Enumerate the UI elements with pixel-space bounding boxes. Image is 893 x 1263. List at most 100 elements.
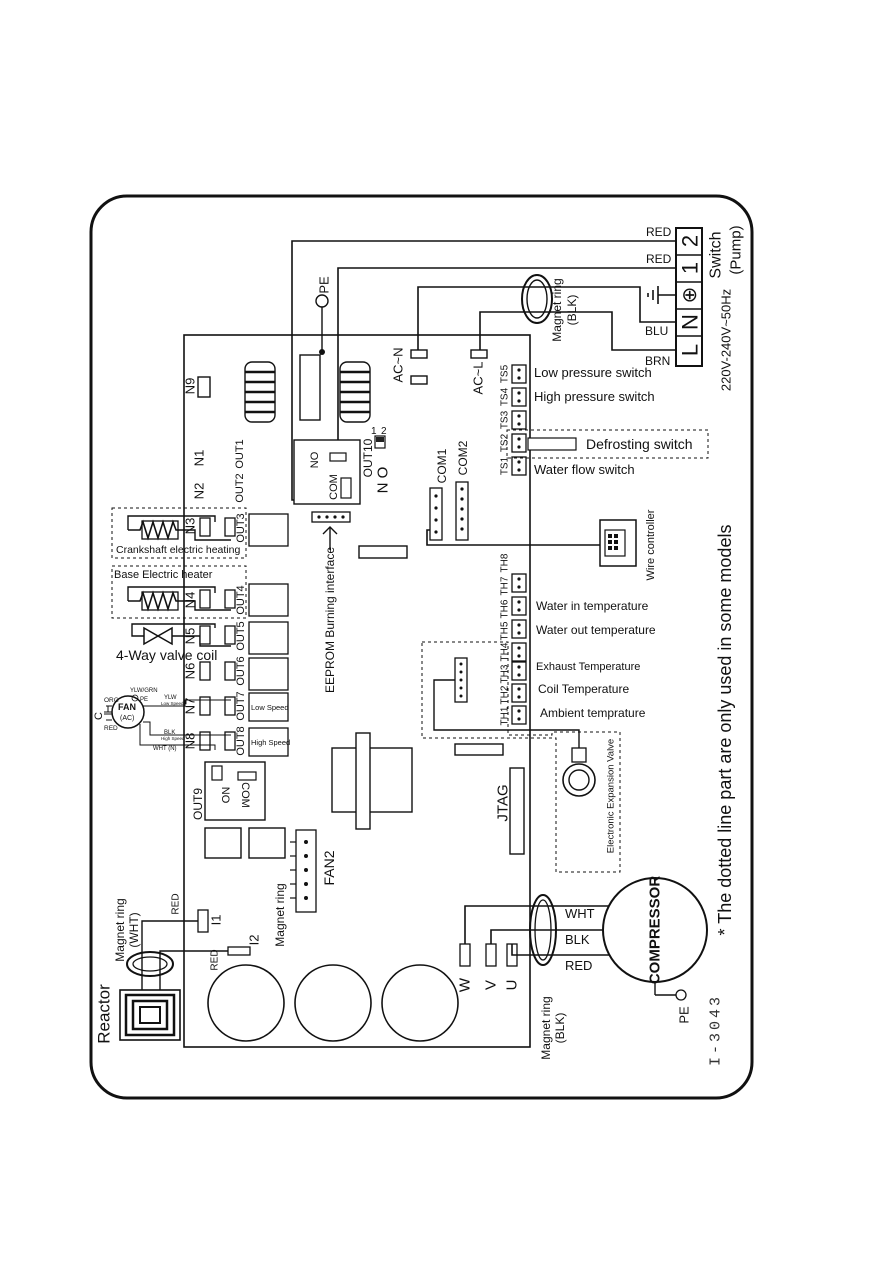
eeprom-connector bbox=[311, 511, 351, 523]
i1-red-label: RED bbox=[171, 893, 182, 914]
wire-controller-label: Wire controller bbox=[645, 509, 657, 580]
out10-2-label: 2 bbox=[381, 426, 387, 437]
reactor-label: Reactor bbox=[95, 984, 114, 1044]
four-way-valve-label: 4-Way valve coil bbox=[116, 647, 217, 663]
th1-label: TH1 bbox=[500, 706, 511, 725]
defrosting-switch-label: Defrosting switch bbox=[586, 436, 693, 452]
board-ic-1 bbox=[358, 545, 408, 559]
high-speed-label: High Speed bbox=[251, 738, 290, 747]
terminal-v-label: V bbox=[483, 980, 500, 990]
com1-label: COM1 bbox=[435, 448, 449, 483]
power-magnet-ring-label: Magnet ring bbox=[550, 278, 564, 341]
control-board bbox=[183, 334, 531, 1048]
n6-label: N6 bbox=[183, 663, 198, 680]
fan-ylw-label: YLW bbox=[164, 695, 177, 701]
switch-label: Switch bbox=[708, 231, 725, 278]
com2-connector bbox=[455, 481, 469, 541]
base-heater-label: Base Electric heater bbox=[114, 569, 213, 581]
out10-label: OUT10 bbox=[361, 438, 375, 477]
board-ic-2 bbox=[454, 743, 504, 756]
compressor-label: COMPRESSOR bbox=[647, 876, 664, 985]
water-out-temp-label: Water out temperature bbox=[536, 623, 656, 637]
jtag-label: JTAG bbox=[495, 784, 512, 821]
coil-temp-label: Coil Temperature bbox=[538, 682, 629, 696]
ambient-temp-label: Ambient temprature bbox=[540, 706, 646, 720]
choke-coil-mid bbox=[339, 361, 371, 423]
n3-label: N3 bbox=[183, 518, 198, 535]
terminal-2: 2 bbox=[678, 235, 703, 247]
out3-label: OUT3 bbox=[235, 513, 247, 542]
ac-n-connector bbox=[410, 349, 428, 359]
ts1-label: TS1 bbox=[500, 456, 511, 475]
out9-no-label: NO bbox=[219, 787, 231, 804]
wire-controller-cable bbox=[426, 529, 600, 546]
wire-blu-label: BLU bbox=[645, 324, 668, 338]
terminal-1: 1 bbox=[678, 262, 703, 274]
wire-brn-label: BRN bbox=[645, 354, 670, 368]
fan-label: FAN bbox=[118, 702, 136, 712]
wire-red-1 bbox=[337, 267, 676, 460]
fan-ac-label: (AC) bbox=[120, 715, 134, 722]
n4-label: N4 bbox=[183, 592, 198, 609]
compressor-red-label: RED bbox=[565, 958, 592, 973]
pe-top-label: PE bbox=[317, 276, 332, 294]
magnet-ring-label: Magnet ring bbox=[273, 883, 287, 946]
pump-label: (Pump) bbox=[728, 225, 745, 274]
power-spec: 220V-240V~50Hz bbox=[719, 289, 734, 391]
out9-label: OUT9 bbox=[191, 788, 205, 820]
eeprom-label: EEPROM Burning interface bbox=[323, 547, 337, 693]
ac-l-connector bbox=[470, 349, 488, 359]
high-pressure-switch-label: High pressure switch bbox=[534, 389, 655, 404]
th5-label: TH5 bbox=[500, 621, 511, 640]
defrosting-dotted-box bbox=[506, 429, 709, 459]
wire-red-1-label: RED bbox=[646, 252, 672, 266]
wire-red-2-label: RED bbox=[646, 225, 672, 239]
n2-label: N2 bbox=[192, 483, 207, 500]
i1-label: I1 bbox=[209, 915, 224, 926]
th3-label: TH3 bbox=[500, 664, 511, 683]
fan-pe-label: PE bbox=[140, 697, 148, 703]
out9-com-label: COM bbox=[239, 782, 251, 808]
terminal-w-label: W bbox=[457, 977, 474, 992]
footnote: * The dotted line part are only used in … bbox=[715, 525, 735, 936]
n9-label: N9 bbox=[183, 378, 198, 395]
low-pressure-switch-label: Low pressure switch bbox=[534, 365, 652, 380]
choke-coil-top bbox=[244, 361, 276, 423]
power-terminal-block: 2 1 ⊕ N L bbox=[675, 227, 703, 367]
base-heater-dotted-box bbox=[111, 565, 247, 619]
component-block-top bbox=[299, 354, 321, 421]
eev-icon bbox=[562, 763, 596, 797]
crankshaft-label: Crankshaft electric heating bbox=[116, 544, 240, 556]
i2-label: I2 bbox=[247, 935, 262, 946]
fan-c-label: C bbox=[93, 712, 105, 720]
capacitor-1 bbox=[207, 964, 285, 1042]
wire-brn bbox=[479, 311, 676, 351]
fan-ylw-grn-label: YLW/GRN bbox=[130, 688, 158, 694]
th4-label: TH4 bbox=[500, 642, 511, 661]
ts5-label: TS5 bbox=[500, 364, 511, 383]
diagram-frame bbox=[89, 194, 754, 1100]
water-flow-switch-label: Water flow switch bbox=[534, 462, 635, 477]
wire-wht bbox=[464, 905, 630, 944]
low-speed-label: Low Speed bbox=[251, 703, 289, 712]
out5-label: OUT5 bbox=[235, 621, 247, 650]
com2-label: COM2 bbox=[456, 440, 470, 475]
wire-blu bbox=[417, 286, 676, 350]
eev-dotted-region bbox=[421, 641, 621, 873]
ts3-label: TS3 bbox=[500, 410, 511, 429]
power-magnet-ring-color: (BLK) bbox=[565, 295, 579, 326]
fan2-label: FAN2 bbox=[321, 850, 337, 885]
pe-top-icon bbox=[315, 294, 329, 308]
out7-label: OUT7 bbox=[235, 691, 247, 720]
terminal-l: L bbox=[678, 344, 703, 356]
reactor-magnet-ring bbox=[126, 951, 174, 977]
fan-blk-label: BLK bbox=[164, 730, 175, 736]
out10-1-label: 1 bbox=[371, 426, 377, 437]
ts-connectors bbox=[511, 364, 527, 476]
i2-red-label: RED bbox=[210, 949, 221, 970]
crankshaft-dotted-box bbox=[111, 507, 247, 559]
com1-connector bbox=[429, 487, 443, 541]
reactor-ring-label: Magnet ring bbox=[113, 898, 127, 961]
compressor-ring-color: (BLK) bbox=[553, 1013, 567, 1044]
exhaust-temp-label: Exhaust Temperature bbox=[536, 661, 640, 673]
